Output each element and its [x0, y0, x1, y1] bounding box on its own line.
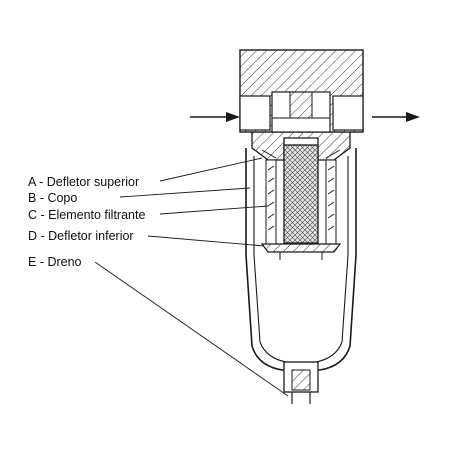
labels: A - Defletor superior B - Copo C - Eleme…: [28, 175, 145, 269]
drain: [283, 361, 319, 404]
leader-line-b: [119, 187, 251, 198]
leader-line-c: [159, 205, 269, 215]
filter-head: [239, 49, 364, 133]
label-d: D - Defletor inferior: [28, 229, 134, 243]
label-a: A - Defletor superior: [28, 175, 139, 189]
label-c: C - Elemento filtrante: [28, 208, 145, 222]
upper-deflector: [251, 132, 351, 161]
label-b: B - Copo: [28, 191, 77, 205]
filter-element: [265, 144, 337, 245]
inlet-arrow: [190, 112, 240, 122]
lower-deflector: [260, 243, 342, 260]
label-e: E - Dreno: [28, 255, 82, 269]
leader-lines: [94, 157, 289, 397]
outlet-arrow: [372, 112, 420, 122]
leader-line-a: [159, 157, 263, 182]
leader-line-e: [94, 261, 289, 397]
leader-line-d: [147, 235, 265, 247]
